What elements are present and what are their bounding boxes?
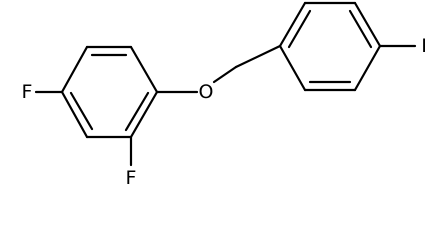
bond-r4-r5	[353, 44, 382, 92]
difluorophenyl-ring	[60, 45, 159, 139]
bond-oxygen-ch2	[212, 65, 238, 84]
bond-r1-r2	[278, 1, 307, 48]
double-bond-r1-r2	[287, 9, 312, 49]
bond-r3-r4	[353, 1, 382, 48]
double-bond-r3-r4	[348, 9, 373, 49]
molecule-svg: F F O I	[22, 1, 427, 189]
oxygen-label: O	[199, 81, 214, 103]
iodophenyl-ring	[278, 1, 382, 92]
bond-c1-c2	[129, 90, 159, 139]
bond-c3-c4	[60, 90, 89, 139]
iodine-label: I	[421, 35, 427, 57]
bond-r6-r1	[278, 44, 307, 92]
fluorine-ortho-label: F	[126, 167, 137, 189]
bond-ch2-ring	[234, 44, 282, 69]
double-bond-c3-c4	[69, 91, 94, 131]
double-bond-c1-c2	[124, 91, 150, 132]
fluorine-para-label: F	[22, 81, 33, 103]
bond-c6-c1	[129, 45, 159, 94]
bond-c4-c5	[60, 45, 89, 94]
molecule-structure-diagram: F F O I	[22, 1, 427, 189]
